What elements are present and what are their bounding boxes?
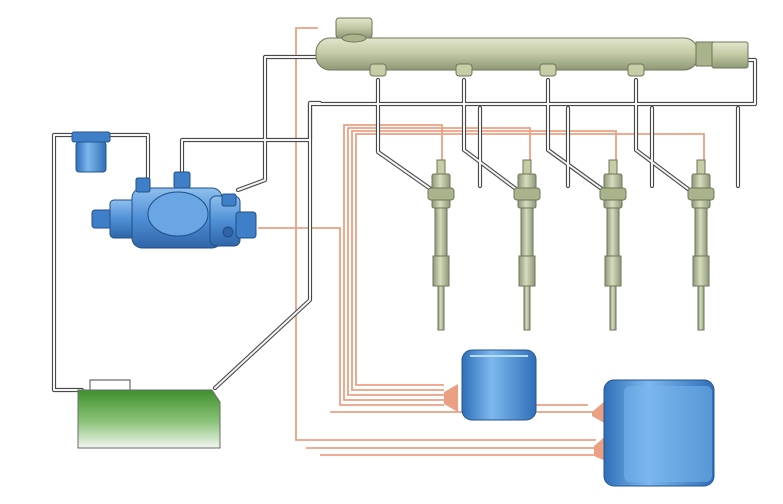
fuel-tank: [77, 379, 221, 449]
injector-4-wire: [355, 133, 705, 386]
ecu: [603, 379, 715, 487]
injector-2-wire: [347, 127, 531, 396]
injector-4: [687, 159, 715, 331]
injector-3: [599, 159, 627, 331]
injector-1: [427, 159, 455, 331]
rail-sensor-wire: [295, 27, 596, 441]
injector-2: [513, 159, 541, 331]
pressure-limiter: [695, 41, 749, 69]
rail-to-injector-4: [633, 77, 695, 195]
arrow-to-sensor-block: [444, 384, 458, 412]
arrow-to-ecu-upper: [592, 400, 606, 424]
rail-pressure-sensor: [335, 17, 373, 43]
rail-to-injector-1: [375, 77, 438, 195]
rail-to-injector-3: [545, 77, 609, 195]
pump-wire: [258, 227, 444, 406]
injector-3-wire: [351, 130, 617, 391]
common-rail: [315, 17, 749, 77]
electrical-lines: [258, 27, 705, 456]
tank-to-filter-line: [51, 132, 151, 393]
pump-to-rail-line: [235, 54, 321, 193]
injector-1-wire: [343, 124, 444, 401]
rail-to-injector-2: [461, 77, 523, 195]
fuel-filter: [71, 131, 111, 173]
fuel-lines: [51, 54, 758, 393]
rail-outlets: [369, 63, 645, 77]
sensor-unit: [461, 349, 537, 421]
high-pressure-pump: [91, 171, 257, 249]
